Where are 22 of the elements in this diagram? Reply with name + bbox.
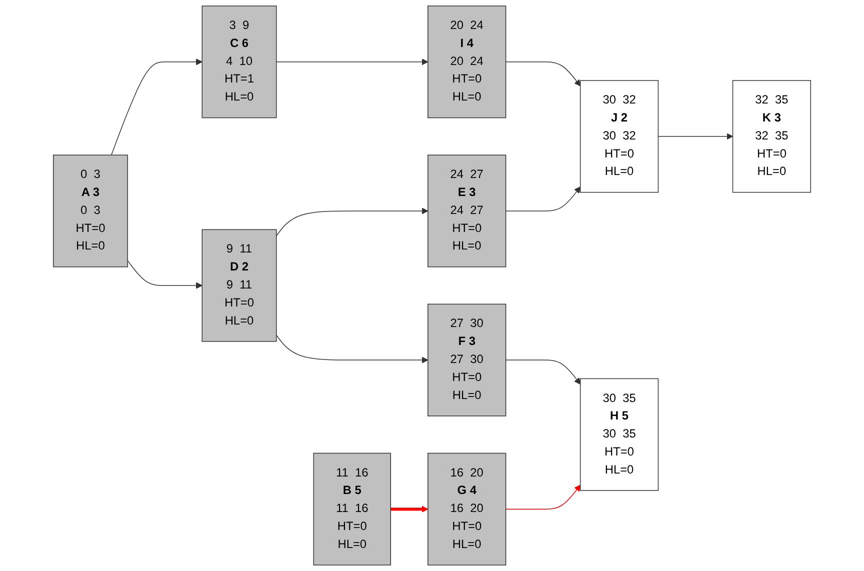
arrow	[390, 506, 428, 512]
node-box: 24 27 E 3 24 27 HT=0 HL=0	[428, 154, 506, 268]
node-box: 16 20 G 4 16 20 HT=0 HL=0	[428, 452, 506, 566]
arrow	[505, 62, 581, 86]
arrow	[111, 58, 202, 156]
arrow	[127, 260, 202, 289]
node-box: 9 11 D 2 9 11 HT=0 HL=0	[202, 229, 277, 342]
arrow	[276, 208, 428, 236]
arrow	[505, 360, 581, 384]
node-box: 20 24 I 4 20 24 HT=0 HL=0	[428, 6, 506, 118]
arrow	[505, 186, 581, 212]
node-box: 27 30 F 3 27 30 HT=0 HL=0	[428, 304, 506, 416]
arrow	[276, 58, 428, 66]
node-box: 30 32 J 2 30 32 HT=0 HL=0	[580, 80, 659, 193]
node-box: 11 16 B 5 11 16 HT=0 HL=0	[313, 452, 391, 566]
node-box: 32 35 K 3 32 35 HT=0 HL=0	[732, 80, 812, 193]
arrow	[658, 133, 734, 140]
arrow	[276, 334, 428, 364]
arrow	[505, 484, 581, 510]
node-box: 3 9 C 6 4 10 HT=1 HL=0	[202, 6, 277, 118]
node-box: 0 3 A 3 0 3 HT=0 HL=0	[52, 154, 128, 268]
node-box: 30 35 H 5 30 35 HT=0 HL=0	[580, 378, 659, 491]
